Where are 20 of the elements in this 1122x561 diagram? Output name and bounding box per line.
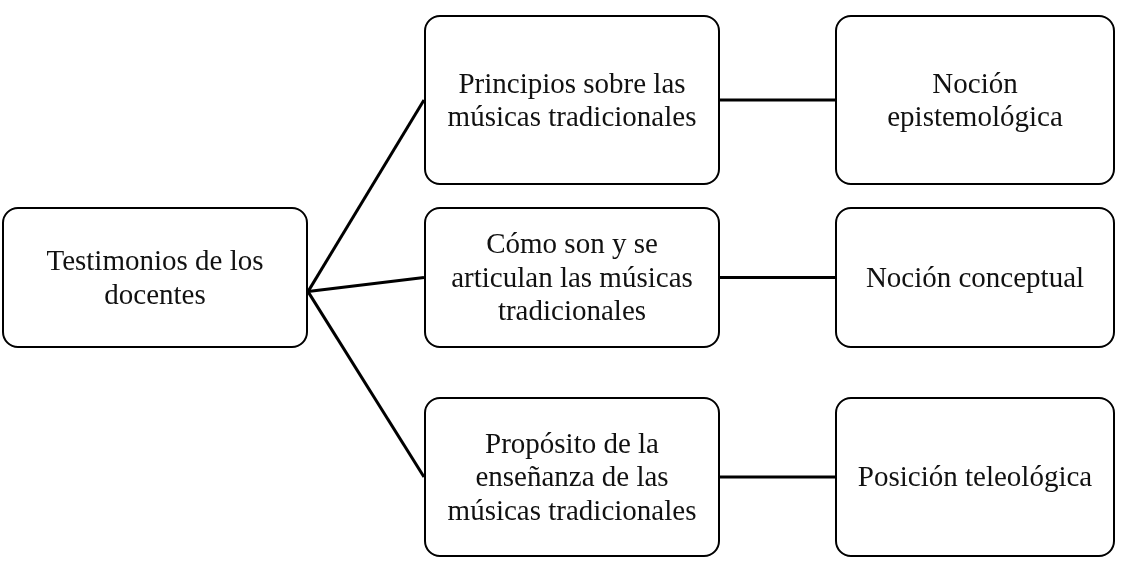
rounded-box bbox=[835, 15, 1115, 185]
rounded-box bbox=[835, 207, 1115, 348]
connector-line bbox=[306, 99, 426, 293]
connector-line bbox=[720, 98, 835, 102]
box-text: Propósito de la enseñanza de las músicas tradicionales bbox=[446, 427, 698, 527]
box-text: Principios sobre las músicas tradicionales bbox=[446, 66, 698, 134]
connector-line bbox=[306, 290, 426, 478]
connector-line bbox=[720, 276, 835, 279]
rounded-box bbox=[2, 207, 308, 348]
box-text: Posición teleológica bbox=[857, 460, 1093, 494]
rounded-box bbox=[424, 207, 720, 348]
box-text: Testimonios de los docentes bbox=[45, 244, 265, 311]
box-text: Cómo son y se articulan las músicas tradicionales bbox=[450, 227, 694, 328]
rounded-box bbox=[424, 397, 720, 557]
rounded-box bbox=[424, 15, 720, 185]
rounded-box bbox=[835, 397, 1115, 557]
box-text: Noción conceptual bbox=[865, 260, 1085, 295]
connector-line bbox=[720, 475, 835, 479]
connector-line bbox=[307, 276, 425, 294]
box-text: Noción epistemológica bbox=[886, 66, 1064, 134]
